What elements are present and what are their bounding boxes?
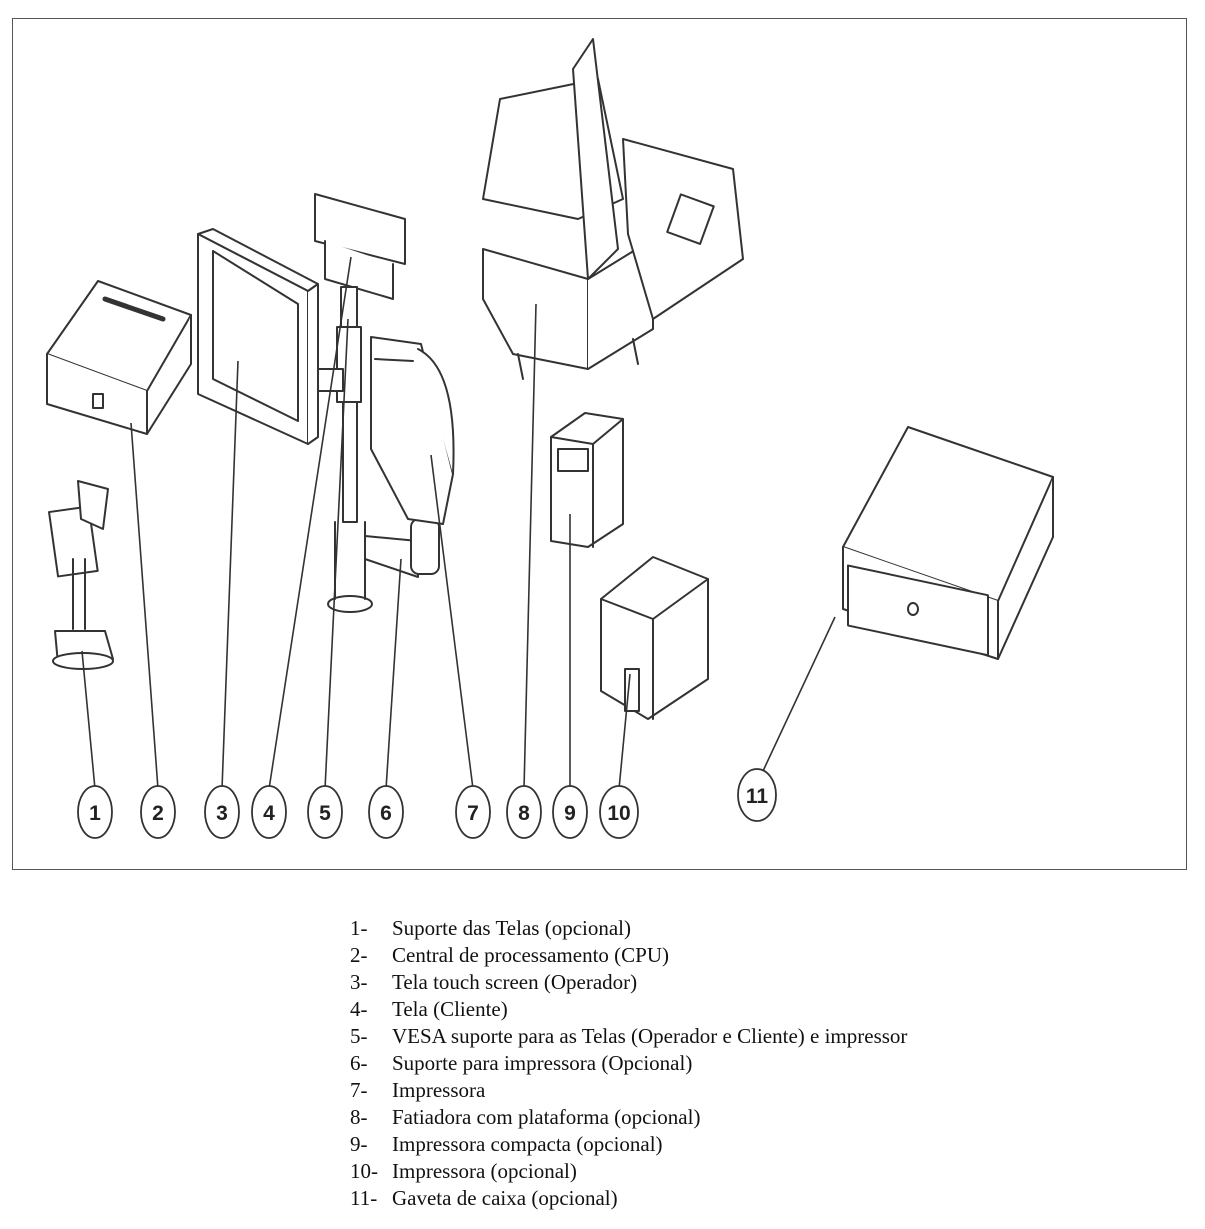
screen-support-drawing <box>48 480 114 670</box>
legend-number: 10- <box>350 1159 378 1183</box>
printer-drawing <box>370 336 455 525</box>
callout-circle-5 <box>307 785 343 839</box>
leader-11 <box>762 616 836 772</box>
legend-number: 5- <box>350 1024 368 1048</box>
diagram-frame: 1 2 3 4 5 6 7 8 9 10 11 <box>12 18 1187 870</box>
callout-label-8: 8 <box>518 802 530 825</box>
callout-label-10: 10 <box>607 802 630 825</box>
leader-1 <box>81 650 96 790</box>
legend-list: 1- Suporte das Telas (opcional) 2- Central… <box>350 915 907 1212</box>
printer-support-drawing <box>364 518 440 578</box>
callout-circle-3 <box>204 785 240 839</box>
callout-label-6: 6 <box>380 802 392 825</box>
legend-text: Impressora <box>392 1078 486 1102</box>
legend-text: Tela touch screen (Operador) <box>392 970 638 994</box>
legend-item: 8- Fatiadora com plataforma (opcional) <box>350 1104 907 1131</box>
legend-text: Fatiadora com plataforma (opcional) <box>392 1105 701 1129</box>
touch-screen-drawing <box>197 228 319 445</box>
customer-display-drawing <box>314 193 406 300</box>
callout-circle-8 <box>506 785 542 839</box>
callout-circle-11 <box>737 768 777 822</box>
legend-number: 2- <box>350 943 368 967</box>
equipment-diagram: 1 2 3 4 5 6 7 8 9 10 11 <box>46 38 1054 839</box>
leader-3 <box>221 360 239 790</box>
legend-item: 7- Impressora <box>350 1077 907 1104</box>
legend-text: Gaveta de caixa (opcional) <box>392 1186 618 1210</box>
leader-6 <box>385 558 402 790</box>
leader-7 <box>430 454 474 790</box>
leader-8 <box>523 303 537 790</box>
legend-text: Central de processamento (CPU) <box>392 943 670 967</box>
legend-text: Suporte para impressora (Opcional) <box>392 1051 693 1075</box>
callout-label-11: 11 <box>746 785 769 808</box>
legend-number: 8- <box>350 1105 368 1129</box>
legend-item: 6- Suporte para impressora (Opcional) <box>350 1050 907 1077</box>
callout-circle-9 <box>552 785 588 839</box>
leader-4 <box>268 256 352 790</box>
cash-drawer-drawing <box>842 426 1054 660</box>
legend-item: 3- Tela touch screen (Operador) <box>350 969 907 996</box>
legend-item: 10- Impressora (opcional) <box>350 1158 907 1185</box>
legend-item: 2- Central de processamento (CPU) <box>350 942 907 969</box>
callout-circle-6 <box>368 785 404 839</box>
callout-label-9: 9 <box>564 802 576 825</box>
callout-circle-1 <box>77 785 113 839</box>
legend-item: 4- Tela (Cliente) <box>350 996 907 1023</box>
callout-label-7: 7 <box>467 802 479 825</box>
legend-item: 1- Suporte das Telas (opcional) <box>350 915 907 942</box>
leader-5 <box>324 318 349 790</box>
vesa-pole-drawing <box>317 286 373 613</box>
leader-2 <box>130 422 159 790</box>
printer-optional-drawing <box>600 556 709 720</box>
callout-circle-2 <box>140 785 176 839</box>
callout-label-4: 4 <box>263 802 275 825</box>
legend-number: 3- <box>350 970 368 994</box>
callout-circle-10 <box>599 785 639 839</box>
slicer-drawing <box>482 38 744 380</box>
legend-item: 9- Impressora compacta (opcional) <box>350 1131 907 1158</box>
compact-printer-drawing <box>550 412 624 548</box>
legend-number: 11- <box>350 1186 378 1210</box>
callout-label-1: 1 <box>89 802 101 825</box>
leader-10 <box>618 673 631 790</box>
callout-label-5: 5 <box>319 802 331 825</box>
cpu-drawing <box>46 280 192 435</box>
legend-number: 6- <box>350 1051 368 1075</box>
callout-circle-7 <box>455 785 491 839</box>
legend-text: Impressora (opcional) <box>392 1159 577 1183</box>
legend-number: 7- <box>350 1078 368 1102</box>
callout-label-3: 3 <box>216 802 228 825</box>
legend-text: Tela (Cliente) <box>392 997 508 1021</box>
legend-number: 9- <box>350 1132 368 1156</box>
legend-item: 11- Gaveta de caixa (opcional) <box>350 1185 907 1212</box>
legend-text: VESA suporte para as Telas (Operador e C… <box>392 1024 908 1048</box>
callout-label-2: 2 <box>152 802 164 825</box>
legend-number: 4- <box>350 997 368 1021</box>
callout-circle-4 <box>251 785 287 839</box>
legend-item: 5- VESA suporte para as Telas (Operador e… <box>350 1023 907 1050</box>
legend-number: 1- <box>350 916 368 940</box>
legend-text: Suporte das Telas (opcional) <box>392 916 631 940</box>
legend-text: Impressora compacta (opcional) <box>392 1132 663 1156</box>
